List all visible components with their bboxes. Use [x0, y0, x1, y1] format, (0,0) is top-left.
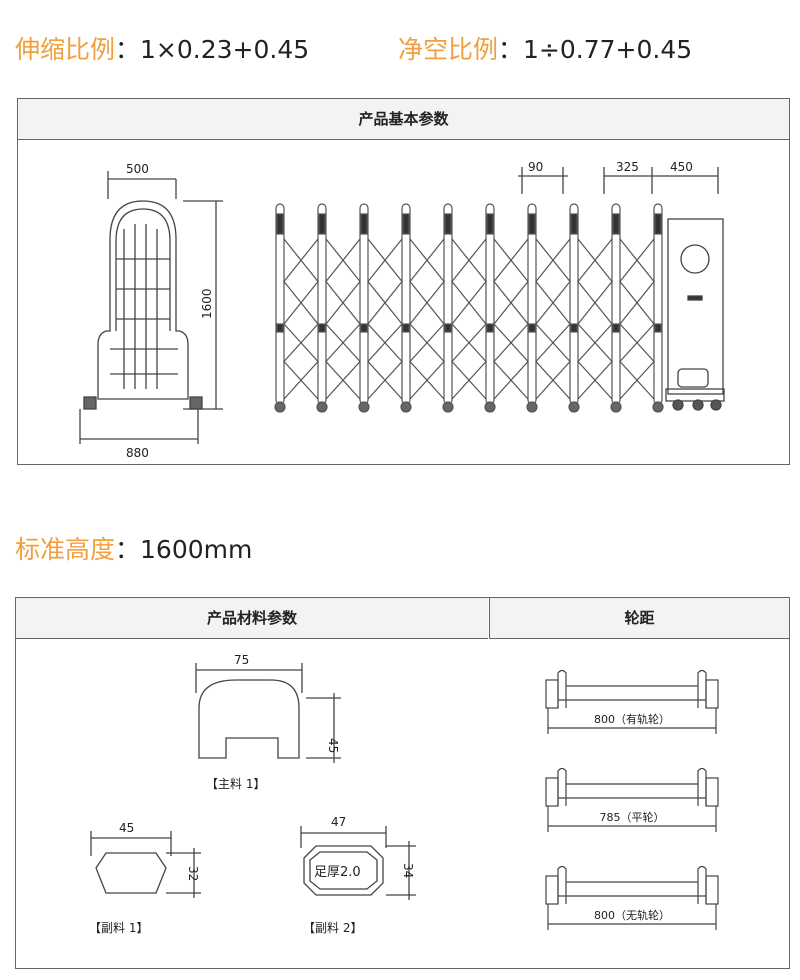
lattice-cross: [283, 323, 319, 400]
front-view: [79, 171, 223, 444]
gate-head: [518, 167, 725, 411]
lattice-cross: [325, 238, 361, 325]
clearance-ratio: 净空比例：1÷0.77+0.45: [398, 30, 692, 66]
gate-post: [568, 203, 580, 413]
wheelbase-label: 800（无轨轮）: [594, 908, 670, 922]
telescopic-ratio: 伸缩比例：1×0.23+0.45: [15, 30, 309, 66]
lattice-cross: [577, 238, 613, 325]
wheelbase-item: [545, 767, 719, 832]
wheelbase-label: 800（有轨轮）: [594, 712, 670, 726]
telescopic-ratio-value: ：1×0.23+0.45: [115, 35, 310, 64]
gate-post: [610, 203, 622, 413]
main-profile: [198, 679, 300, 759]
main-caption: 【主料 1】: [206, 777, 265, 791]
lattice-cross: [577, 323, 613, 400]
sub1-caption: 【副料 1】: [89, 921, 148, 935]
basic-params-panel: 产品基本参数 500 1600 880 90 325 450: [17, 98, 790, 465]
standard-height: 标准高度：1600mm: [15, 530, 252, 566]
front-height: 1600: [200, 288, 214, 319]
lattice-cross: [493, 238, 529, 325]
lattice-cross: [535, 238, 571, 325]
lattice-cross: [367, 238, 403, 325]
sub2-width: 47: [331, 815, 346, 829]
gate-post: [358, 203, 370, 413]
gate-post: [274, 203, 286, 413]
lattice-cross: [409, 238, 445, 325]
basic-params-title: 产品基本参数: [18, 99, 789, 140]
gate-gap: 325: [616, 160, 639, 174]
sub1-height: 32: [186, 866, 200, 881]
lattice-cross: [619, 323, 655, 400]
main-height: 45: [326, 738, 340, 753]
material-params-title: 产品材料参数: [16, 598, 488, 639]
gate-post: [316, 203, 328, 413]
gate-drawing: 500 1600 880 90 325 450: [79, 160, 725, 460]
sub1-width: 45: [119, 821, 134, 835]
sub2-height: 34: [401, 863, 415, 878]
lattice-cross: [451, 238, 487, 325]
gate-post: [400, 203, 412, 413]
lattice-cross: [493, 323, 529, 400]
clearance-ratio-label: 净空比例: [398, 35, 499, 64]
wheelbase-item: [545, 865, 719, 930]
gate-head-width: 450: [670, 160, 693, 174]
lattice-cross: [283, 238, 319, 325]
lattice-cross: [451, 323, 487, 400]
gate-post: [526, 203, 538, 413]
wheelbase-item: [545, 669, 719, 734]
clearance-ratio-value: ：1÷0.77+0.45: [498, 35, 693, 64]
sub2-profile: [303, 845, 384, 896]
material-panel: 产品材料参数 轮距 75 45 【主料 1】 45 32 【副料 1】 47 3…: [15, 597, 790, 969]
gate-pitch: 90: [528, 160, 543, 174]
wheelbase-title: 轮距: [489, 598, 789, 639]
sub1-profile: [95, 852, 167, 894]
gate-post: [652, 203, 664, 413]
standard-height-label: 标准高度: [15, 535, 116, 564]
lattice-cross: [409, 323, 445, 400]
sub2-thickness: 足厚2.0: [314, 865, 361, 880]
main-width: 75: [234, 653, 249, 667]
telescopic-ratio-label: 伸缩比例: [15, 35, 116, 64]
lattice-cross: [535, 323, 571, 400]
front-width-top: 500: [126, 162, 149, 176]
front-width-bottom: 880: [126, 446, 149, 460]
lattice-cross: [367, 323, 403, 400]
sub2-caption: 【副料 2】: [303, 921, 362, 935]
gate-lattice: [274, 203, 664, 413]
standard-height-value: ：1600mm: [115, 535, 253, 564]
material-drawing: 75 45 【主料 1】 45 32 【副料 1】 47 34 足厚2.0 【副…: [89, 653, 719, 935]
gate-post: [484, 203, 496, 413]
lattice-cross: [325, 323, 361, 400]
wheelbase-label: 785（平轮）: [600, 810, 665, 824]
gate-post: [442, 203, 454, 413]
lattice-cross: [619, 238, 655, 325]
